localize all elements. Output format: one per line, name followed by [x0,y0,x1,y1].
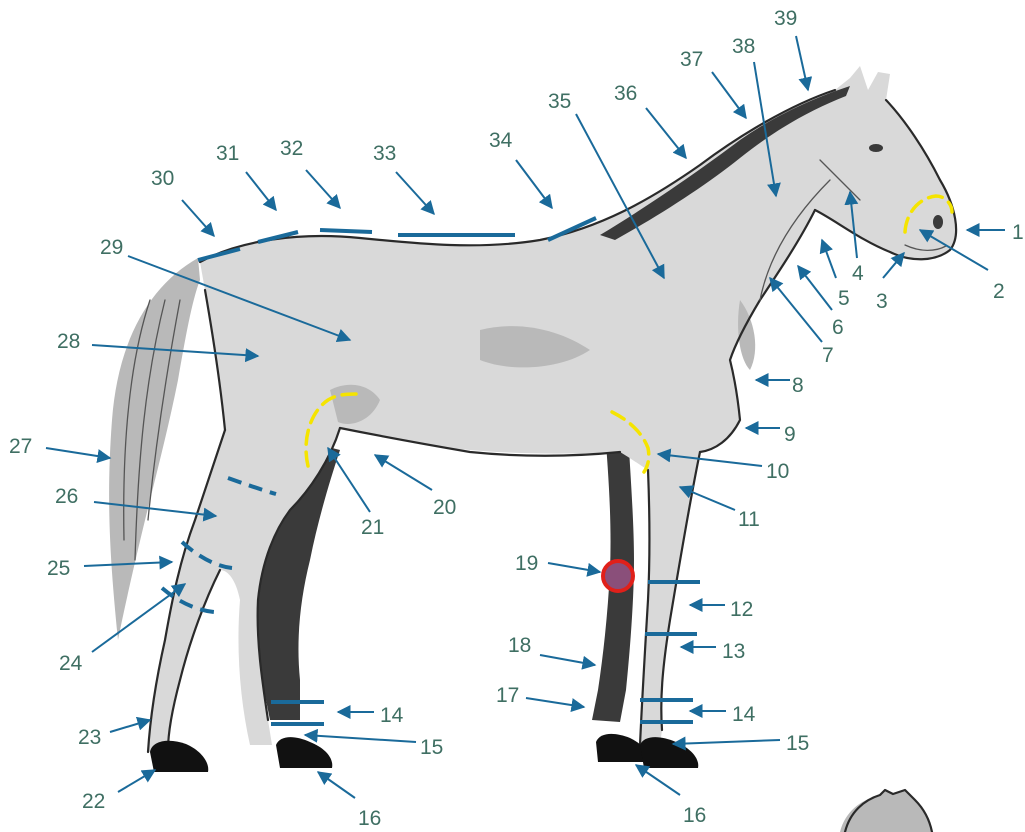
label-37: 37 [680,48,703,71]
label-22: 22 [82,790,105,813]
arrow-3 [883,253,904,278]
label-3: 3 [876,290,888,313]
label-8: 8 [792,374,804,397]
arrow-6 [798,266,832,310]
arrow-23 [110,720,150,732]
label-21: 21 [361,516,384,539]
label-4: 4 [852,262,864,285]
arrow-39 [796,36,808,90]
arrow-32 [306,170,340,208]
arrow-36 [646,108,686,158]
label-17: 17 [496,684,519,707]
label-15-hind: 15 [420,736,443,759]
arrow-16-fore [636,765,680,795]
arrow-31 [246,172,276,210]
label-23: 23 [78,726,101,749]
marker-chestnut-circle [603,561,633,591]
label-16-fore: 16 [683,804,706,827]
arrow-27 [46,448,110,458]
label-28: 28 [57,330,80,353]
label-27: 27 [9,435,32,458]
label-32: 32 [280,137,303,160]
arrow-33 [396,172,434,214]
label-6: 6 [832,316,844,339]
label-10: 10 [766,460,789,483]
arrow-15-fore [673,740,780,744]
arrow-37 [712,72,746,118]
label-24: 24 [59,652,83,675]
marker-bar-32 [320,230,372,232]
label-30: 30 [151,167,174,190]
label-20: 20 [433,496,456,519]
label-12: 12 [730,598,753,621]
arrow-34 [516,160,552,208]
arrow-18 [540,655,595,665]
hoof-near-hind [150,741,208,772]
label-34: 34 [489,129,513,152]
label-7: 7 [822,344,834,367]
label-1: 1 [1012,221,1024,244]
label-5: 5 [838,287,850,310]
label-26: 26 [55,485,78,508]
arrow-30 [182,200,214,236]
label-18: 18 [508,634,531,657]
arrow-22 [118,770,155,792]
arrow-21 [328,448,370,512]
label-36: 36 [614,82,637,105]
hoof-far-hind [276,737,332,768]
label-31: 31 [216,142,239,165]
label-15-fore: 15 [786,732,809,755]
label-11: 11 [738,508,760,531]
hoof-near-fore [640,737,698,768]
label-39: 39 [774,7,797,30]
label-35: 35 [548,90,571,113]
label-38: 38 [732,35,755,58]
label-25: 25 [47,557,70,580]
label-13: 13 [722,640,745,663]
arrow-16-hind [318,772,355,798]
arrow-17 [526,698,584,707]
label-16-hind: 16 [358,807,381,830]
second-horse-head [840,790,932,832]
label-2: 2 [993,280,1005,303]
arrow-19 [548,563,600,572]
arrow-5 [822,240,836,278]
label-9: 9 [784,423,796,446]
label-33: 33 [373,142,396,165]
label-14-fore: 14 [732,703,756,726]
arrow-15-hind [305,735,416,742]
arrow-20 [375,455,432,490]
label-19: 19 [515,552,538,575]
label-14-hind: 14 [380,704,404,727]
label-29: 29 [100,236,123,259]
